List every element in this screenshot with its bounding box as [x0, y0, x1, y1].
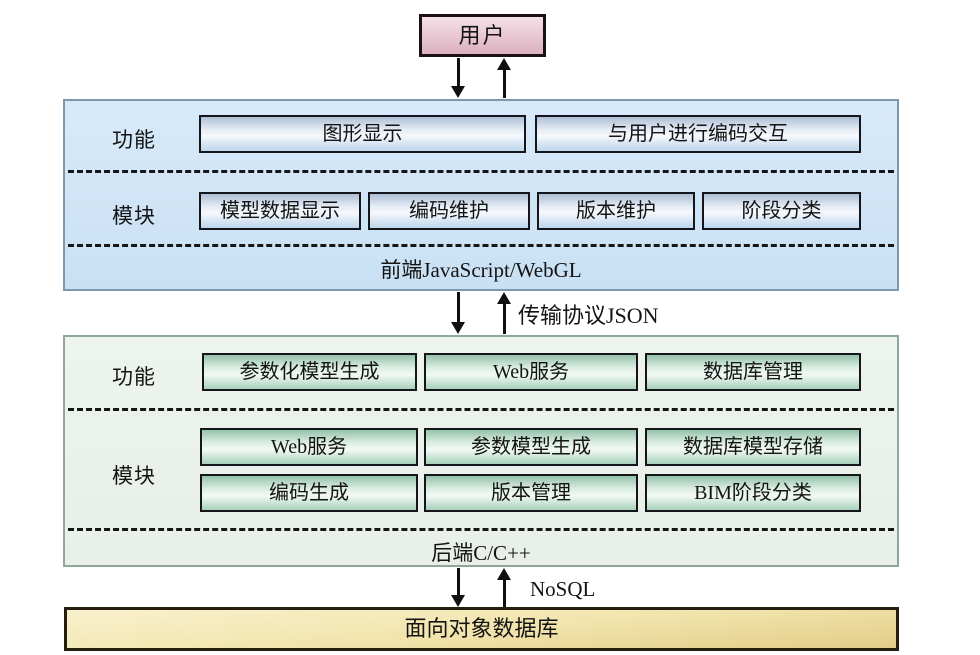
- nosql-label: NoSQL: [530, 577, 596, 601]
- arrow-line: [503, 579, 506, 607]
- user-box-label: 用户: [458, 22, 507, 48]
- web-service-module-label: Web服务: [270, 436, 348, 458]
- graphics-display-label: 图形显示: [322, 123, 403, 145]
- json-protocol-label: 传输协议JSON: [518, 303, 659, 328]
- database-management-box: 数据库管理: [645, 353, 861, 391]
- code-generation-box: 编码生成: [200, 474, 418, 512]
- user-box: 用户: [419, 14, 546, 57]
- version-maintenance-box: 版本维护: [537, 192, 695, 230]
- arrow-line: [503, 69, 506, 98]
- code-maintenance-box: 编码维护: [368, 192, 530, 230]
- arrow-head-down-icon: [451, 595, 465, 607]
- version-management-label: 版本管理: [491, 482, 571, 504]
- bim-stage-classification-box: BIM阶段分类: [645, 474, 861, 512]
- arrow-line: [457, 292, 460, 323]
- parameter-model-generation-box: 参数模型生成: [424, 428, 638, 466]
- database-model-storage-label: 数据库模型存储: [683, 436, 823, 458]
- arrow-line: [503, 303, 506, 334]
- backend-divider-2: [68, 528, 894, 531]
- parametric-model-generation-label: 参数化模型生成: [239, 361, 380, 383]
- database-management-label: 数据库管理: [703, 361, 803, 383]
- model-data-display-label: 模型数据显示: [220, 200, 340, 222]
- web-service-function-box: Web服务: [424, 353, 638, 391]
- arrow-head-up-icon: [497, 292, 511, 304]
- arrow-frontend-to-user: [497, 58, 512, 98]
- web-service-function-label: Web服务: [492, 361, 570, 383]
- stage-classification-label: 阶段分类: [741, 200, 822, 222]
- database-model-storage-box: 数据库模型存储: [645, 428, 861, 466]
- arrow-backend-to-database: [451, 568, 466, 607]
- frontend-divider-1: [68, 170, 894, 173]
- arrow-user-to-frontend: [451, 58, 466, 98]
- object-oriented-database-box: 面向对象数据库: [64, 607, 899, 651]
- code-generation-label: 编码生成: [269, 482, 349, 504]
- parametric-model-generation-box: 参数化模型生成: [202, 353, 417, 391]
- arrow-database-to-backend: [497, 568, 512, 607]
- backend-platform-label: 后端C/C++: [431, 541, 531, 565]
- arrow-frontend-to-backend: [451, 292, 466, 334]
- stage-classification-box: 阶段分类: [702, 192, 861, 230]
- arrow-head-up-icon: [497, 58, 511, 70]
- parameter-model-generation-label: 参数模型生成: [471, 436, 591, 458]
- code-maintenance-label: 编码维护: [409, 200, 489, 222]
- user-code-interaction-label: 与用户进行编码交互: [608, 123, 788, 145]
- graphics-display-box: 图形显示: [199, 115, 526, 153]
- version-maintenance-label: 版本维护: [576, 200, 656, 222]
- web-service-module-box: Web服务: [200, 428, 418, 466]
- arrow-backend-to-frontend: [497, 292, 512, 334]
- arrow-head-down-icon: [451, 322, 465, 334]
- arrow-line: [457, 58, 460, 87]
- frontend-platform-label: 前端JavaScript/WebGL: [380, 258, 582, 282]
- backend-function-row-label: 功能: [112, 365, 156, 389]
- object-oriented-database-label: 面向对象数据库: [404, 616, 559, 641]
- arrow-line: [457, 568, 460, 596]
- frontend-function-row-label: 功能: [112, 128, 156, 152]
- backend-module-row-label: 模块: [112, 464, 156, 488]
- version-management-box: 版本管理: [424, 474, 638, 512]
- user-code-interaction-box: 与用户进行编码交互: [535, 115, 861, 153]
- bim-stage-classification-label: BIM阶段分类: [694, 482, 812, 504]
- backend-divider-1: [68, 408, 894, 411]
- model-data-display-box: 模型数据显示: [199, 192, 361, 230]
- arrow-head-up-icon: [497, 568, 511, 580]
- frontend-module-row-label: 模块: [112, 204, 156, 228]
- arrow-head-down-icon: [451, 86, 465, 98]
- backend-layer: 功能 参数化模型生成 Web服务 数据库管理 模块 Web服务 参数模型生成 数…: [63, 335, 899, 567]
- frontend-layer: 功能 图形显示 与用户进行编码交互 模块 模型数据显示 编码维护 版本维护 阶段…: [63, 99, 899, 291]
- frontend-divider-2: [68, 244, 894, 247]
